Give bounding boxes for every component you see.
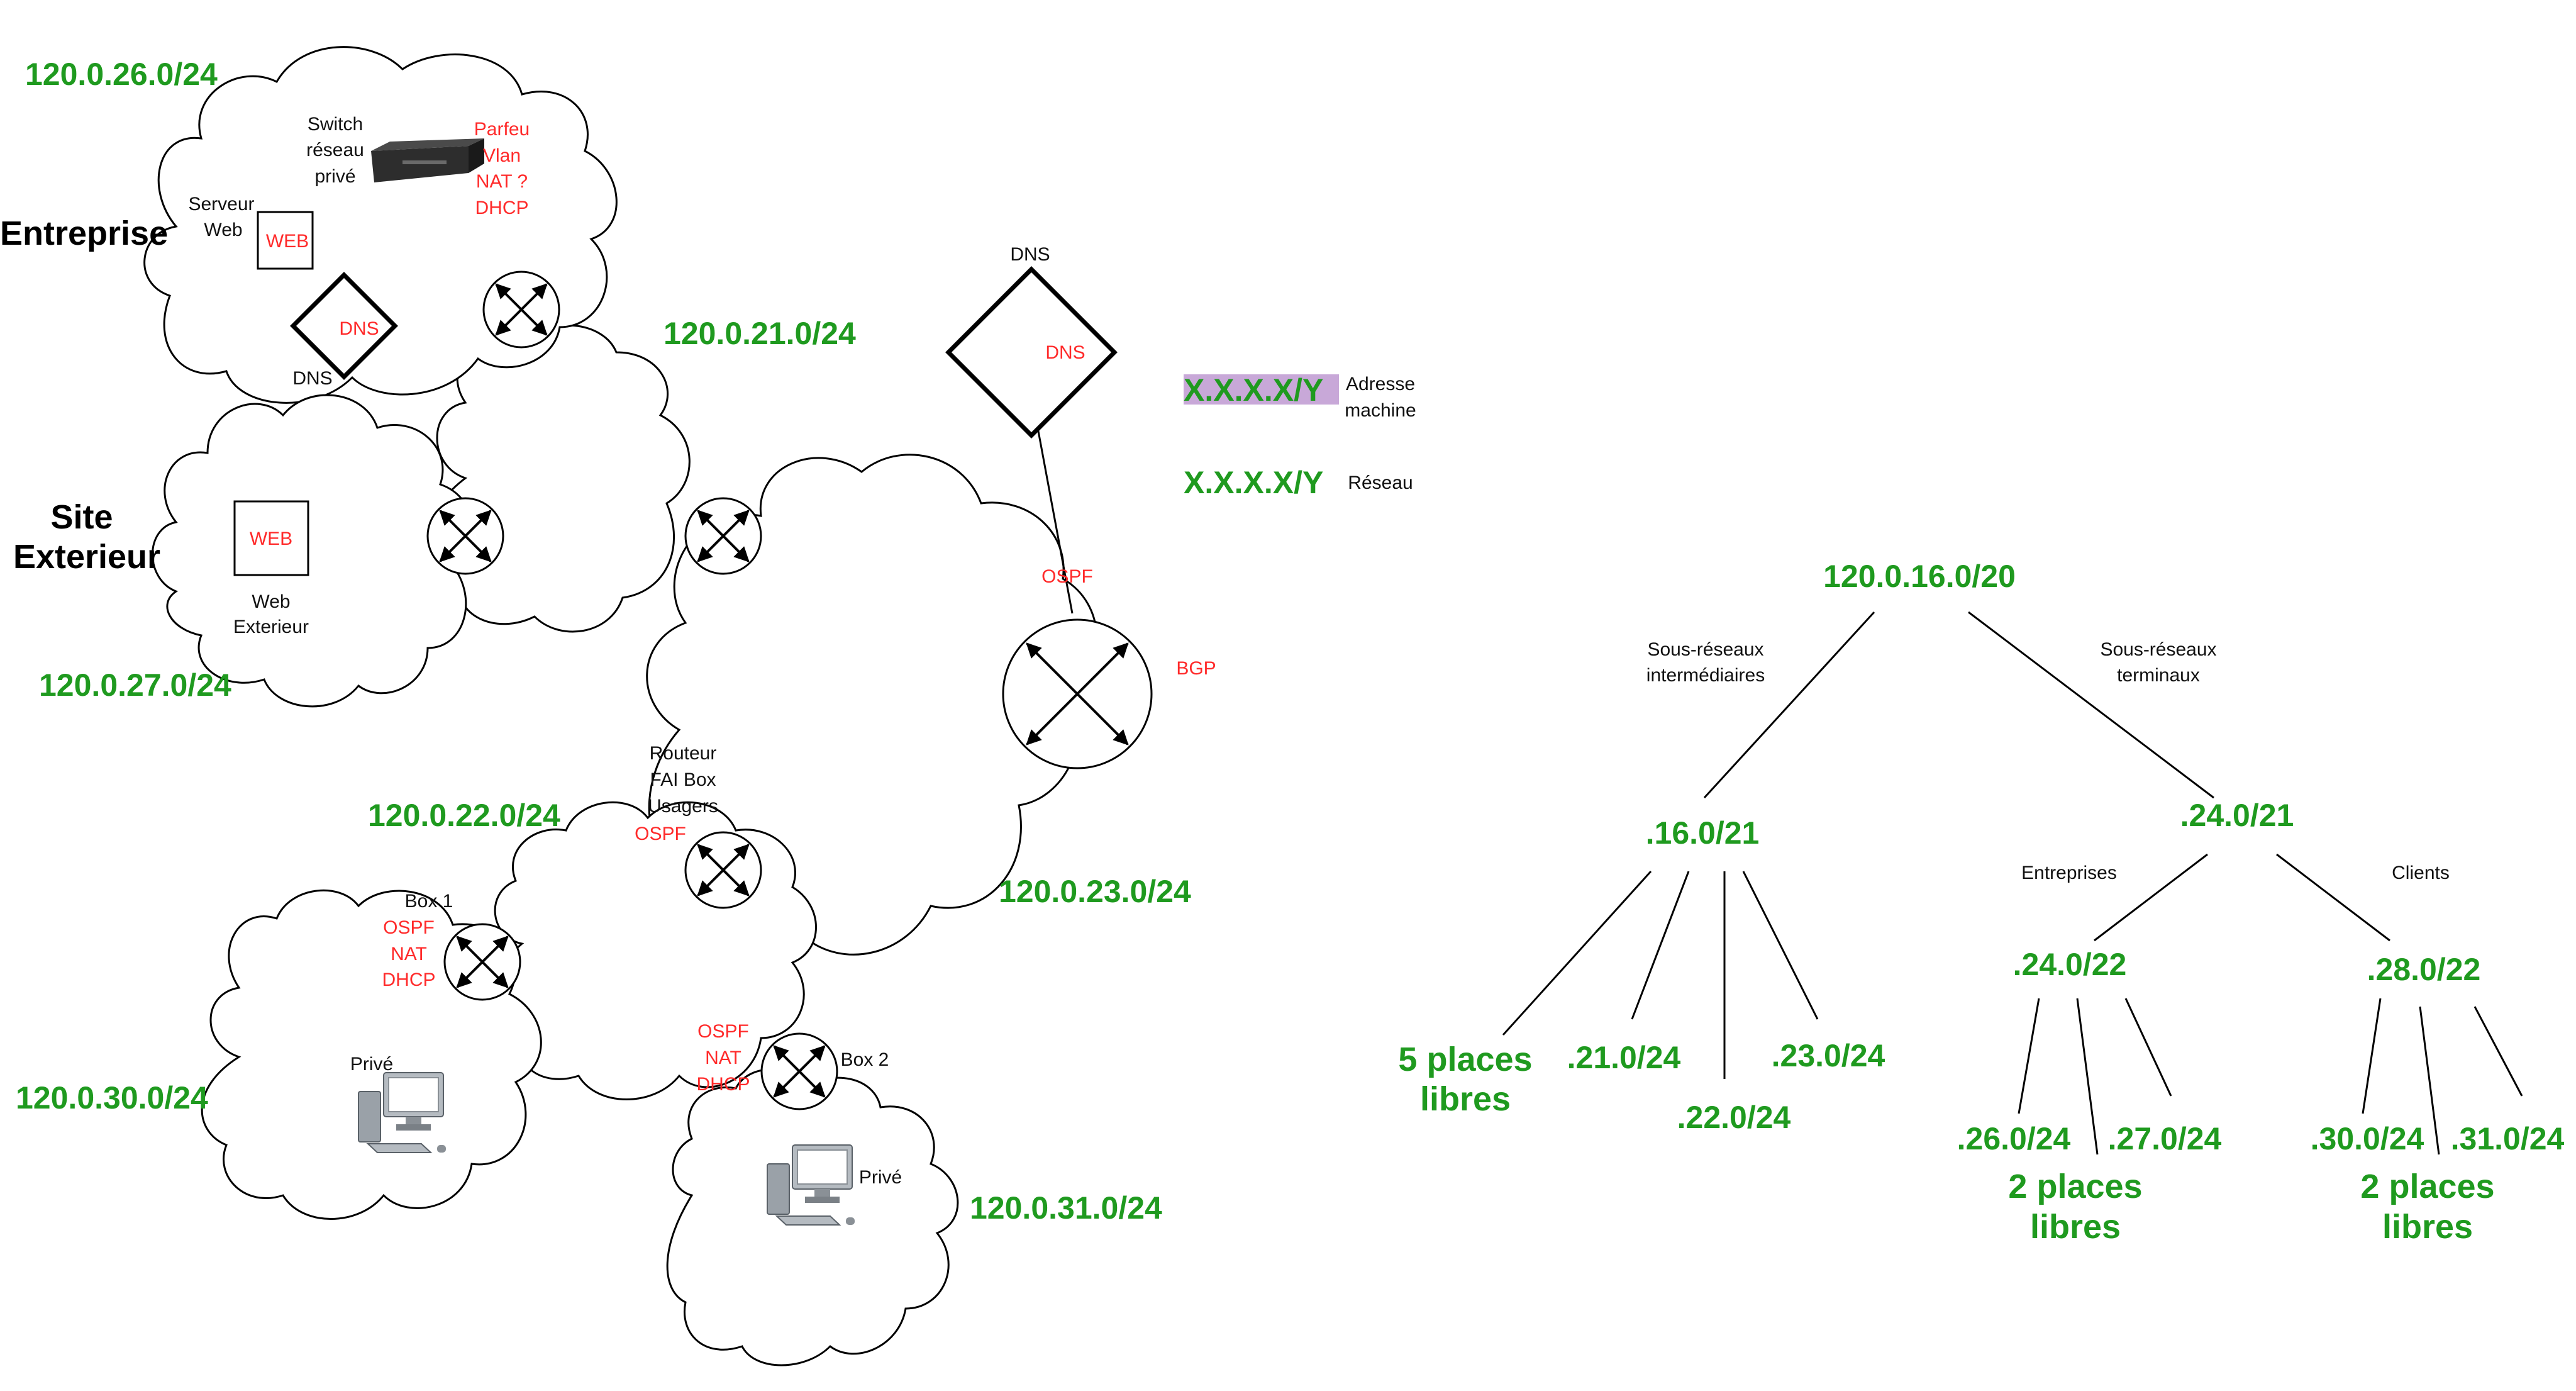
network-label-30: 120.0.30.0/24: [16, 1080, 208, 1115]
network-label-26: 120.0.26.0/24: [25, 57, 218, 92]
server-caption-1: Serveur: [188, 194, 254, 215]
tree-leaf-22: .22.0/24: [1677, 1100, 1791, 1135]
box2-dhcp: DHCP: [696, 1074, 750, 1095]
tree-leaf-31: .31.0/24: [2451, 1121, 2565, 1156]
legend-host-code: X.X.X.X/Y: [1184, 372, 1323, 408]
tree-free-a-line1: 2 places: [2008, 1168, 2142, 1205]
dns-core-diamond: [945, 266, 1118, 439]
firewall-caption-2: Vlan: [483, 145, 521, 166]
firewall-caption-1: Parfeu: [474, 119, 530, 140]
legend-highlight: [1184, 374, 1339, 405]
server-caption-2: Web: [204, 220, 242, 240]
web-exterieur-label: WEB: [250, 528, 292, 549]
switch-icon: [371, 138, 484, 182]
tree-left-caption-1: Sous-réseaux: [1647, 639, 1763, 660]
cloud-120-0-21: [428, 324, 691, 633]
fai-caption-1: Routeur: [650, 743, 717, 764]
dns-entreprise-caption: DNS: [292, 368, 332, 389]
router-box1: [443, 923, 521, 1001]
tree-right-caption-1: Sous-réseaux: [2100, 639, 2216, 660]
dns-core-caption: DNS: [1010, 244, 1050, 265]
router-box2: [760, 1032, 838, 1110]
network-label-27: 120.0.27.0/24: [39, 668, 231, 703]
site-exterieur-1: Site: [50, 498, 113, 536]
web-server-box: [257, 211, 314, 270]
router-21-27: [426, 497, 504, 575]
tree-free-b-line1: 2 places: [2360, 1168, 2494, 1205]
box1-prive: Privé: [350, 1054, 393, 1075]
tree-node-16-21: .16.0/21: [1646, 815, 1760, 851]
fai-caption-2: FAI Box: [650, 769, 716, 790]
router-entreprise: [482, 271, 560, 349]
router-21-core: [684, 497, 762, 575]
core-ospf: OSPF: [1041, 566, 1093, 587]
tree-leaf-23: .23.0/24: [1772, 1038, 1885, 1073]
address-tree-edges: [1502, 611, 2523, 1155]
box1-dhcp: DHCP: [382, 969, 435, 990]
box1-label: Box 1: [405, 891, 453, 912]
dns-entreprise-label: DNS: [339, 318, 379, 339]
core-bgp: BGP: [1176, 658, 1216, 679]
tree-caption-entreprises: Entreprises: [2021, 863, 2117, 883]
fai-ospf: OSPF: [635, 824, 686, 844]
switch-caption-2: réseau: [306, 140, 364, 160]
legend-net-code: X.X.X.X/Y: [1184, 465, 1323, 500]
web-exterieur-caption-2: Exterieur: [233, 617, 309, 637]
tree-leaf-27: .27.0/24: [2108, 1121, 2222, 1156]
tree-right-caption-2: terminaux: [2117, 665, 2200, 686]
cloud-120-0-27: [152, 394, 474, 708]
network-label-23: 120.0.23.0/24: [999, 874, 1191, 909]
tree-node-24-22: .24.0/22: [2013, 947, 2127, 982]
box1-nat: NAT: [391, 944, 427, 964]
firewall-caption-4: DHCP: [475, 198, 528, 218]
link-dns-bgp: [1036, 427, 1074, 614]
network-label-22: 120.0.22.0/24: [368, 798, 560, 833]
switch-caption-3: privé: [314, 166, 355, 187]
tree-leaf-26: .26.0/24: [1957, 1121, 2071, 1156]
tree-left-caption-2: intermédiaires: [1646, 665, 1765, 686]
legend-net-caption: Réseau: [1348, 472, 1413, 493]
box2-nat: NAT: [705, 1047, 741, 1068]
tree-free-5-line1: 5 places: [1398, 1041, 1532, 1078]
site-exterieur-2: Exterieur: [13, 538, 160, 576]
tree-free-5-line2: libres: [1420, 1080, 1511, 1118]
firewall-caption-3: NAT ?: [476, 171, 528, 192]
legend-host-caption-2: machine: [1345, 400, 1416, 421]
box2-prive: Privé: [859, 1167, 902, 1188]
switch-caption-1: Switch: [308, 114, 363, 135]
network-label-31: 120.0.31.0/24: [970, 1190, 1162, 1226]
box2-ospf: OSPF: [697, 1021, 749, 1042]
web-server-label: WEB: [266, 231, 309, 252]
box2-label: Box 2: [841, 1049, 889, 1070]
dns-core-label: DNS: [1045, 342, 1085, 363]
fai-caption-3: Usagers: [648, 796, 718, 817]
network-label-21: 120.0.21.0/24: [663, 316, 856, 351]
tree-node-28-22: .28.0/22: [2367, 952, 2481, 987]
tree-caption-clients: Clients: [2392, 863, 2450, 883]
web-exterieur-box: [233, 500, 309, 576]
box1-ospf: OSPF: [383, 917, 435, 938]
legend-host-caption-1: Adresse: [1346, 374, 1415, 394]
router-fai-box: [684, 831, 762, 909]
tree-node-24-21: .24.0/21: [2180, 798, 2294, 833]
tree-leaf-30: .30.0/24: [2311, 1121, 2424, 1156]
router-bgp: [1002, 618, 1153, 769]
tree-free-b-line2: libres: [2382, 1208, 2473, 1246]
dns-entreprise-diamond: [290, 272, 398, 380]
tree-leaf-21: .21.0/24: [1567, 1040, 1681, 1075]
web-exterieur-caption-1: Web: [252, 591, 290, 612]
tree-free-a-line2: libres: [2030, 1208, 2121, 1246]
tree-root: 120.0.16.0/20: [1823, 559, 2016, 594]
site-entreprise: Entreprise: [0, 215, 168, 252]
